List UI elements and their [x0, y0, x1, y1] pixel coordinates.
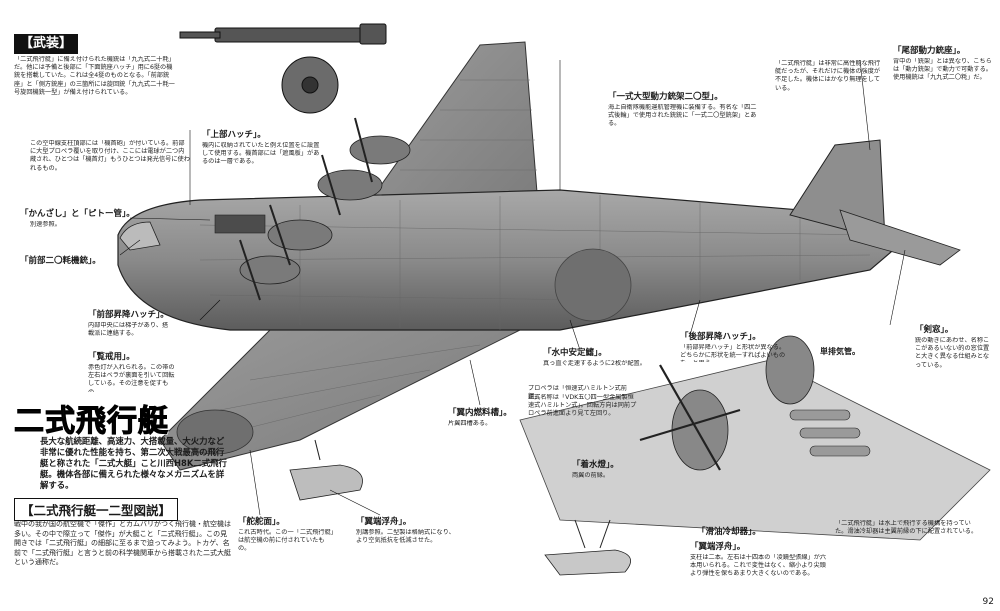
label-upper-hatch: 「上部ハッチ」。	[202, 130, 266, 140]
detail-wing	[519, 359, 991, 541]
label-fuel-tank: 「翼内燃料槽」。	[448, 408, 512, 418]
text-wing-float: 支柱は二本。左右は十四本の「凌鏡型張線」が六本用いられる。これで変性はなく、縮小…	[690, 554, 827, 578]
label-front-turret: 「前部二〇粍機銃」。	[20, 256, 101, 266]
fuselage	[117, 189, 907, 331]
lower-wing-hinomaru	[176, 409, 254, 455]
text-propeller-title: プロペラは「恒速式ハミルトン式前鋼」。	[528, 385, 627, 401]
page-title: 二式飛行艇	[14, 404, 169, 440]
text-oil-cooler: 「二式飛行艇」は水上で飛行する機構を持っていた。滑油冷却器は主翼前縁の下に配置さ…	[835, 520, 978, 536]
hull-float	[289, 464, 363, 501]
history-text: 戦中の我が国の航空機で「傑作」とカムバリがつく飛行機・航空機は多い。その中で際立…	[14, 520, 231, 566]
label-lookout: 「覧戒用」。	[88, 352, 135, 362]
page-number: 92	[982, 597, 994, 607]
text-anti-roll: 真っ直ぐ走速するように2枚が配置。	[543, 360, 646, 367]
intro-text: 長大な航続距離、高速力、大搭載量、大火力など非常に優れた性能を持ち、第二次大戦最…	[40, 436, 227, 490]
label-rear-window: 「剣窓」。	[915, 325, 954, 335]
text-tail-turret: 背中の「銃架」とは異なり、こちらは「動力銃架」で動力で可動する。使用機銃は「九九…	[893, 58, 992, 82]
label-tail-turret: 「尾部動力銃座」。	[893, 46, 966, 56]
tail-plane	[839, 209, 961, 266]
nose-glazing	[119, 221, 161, 251]
label-anti-roll: 「水中安定鰭」。	[543, 348, 607, 358]
text-rudder: これ古時代。この一「二式飛行艇」は航空機の前に付されていたもの。	[238, 529, 334, 553]
armament-text: 「二式飛行艇」に備え付けられた機銃は「九九式二十粍」だ。他には予備と後部に「下面…	[14, 56, 175, 96]
detail-propellers	[639, 364, 741, 471]
subtitle: 【二式飛行艇一二型図説】	[14, 498, 179, 521]
text-rear-hatch: 「前部昇降ハッチ」と形状が異なる。どちらかに形状を統一すればよいものを一と思う。	[680, 344, 786, 362]
label-oil-cooler: 「滑油冷却器」。	[697, 527, 761, 537]
fuselage-hinomaru	[554, 248, 632, 322]
text-fuel-tank: 片翼四槽ある。	[448, 420, 492, 427]
detail-wing-float	[544, 549, 632, 576]
text-water-light: 両翼の前縁。	[572, 472, 610, 479]
leader-lines	[119, 59, 906, 516]
text-upper-hatch: 機内に収納されていたと例え位置をに設置して使用する。機首部には「遮風板」があるの…	[202, 142, 320, 166]
label-front-hatch: 「前部昇降ハッチ」。	[88, 310, 169, 320]
antenna-text: この空中線支柱頂部には「機首砲」が付いている。前部に大型プロペラ覆いを取り付け、…	[30, 140, 190, 172]
text-kanzashi: 別速参照。	[30, 221, 61, 228]
detail-bombs	[789, 409, 871, 457]
text-float: 別講参照。二型製は格納式になり、より空気抵抗を低減させた。	[356, 529, 455, 545]
armament-header: 【武装】	[14, 34, 79, 54]
machine-gun-illustration	[179, 23, 387, 114]
text-rear-window: 銃の動きにあわせ、名称ここがあるいない的の窓位置と大きく異なる仕組みとなっている…	[915, 337, 990, 369]
label-rudder: 「舵舵面」。	[238, 517, 285, 527]
label-kanzashi: 「かんざし」と「ピトー管」。	[20, 209, 135, 219]
text-front-hatch: 内部中央には梯子があり、搭載派に連絡する。	[88, 322, 169, 338]
text-engine: 海上自衛隊機能運航管理機に装備する。有名な「四二式後輪」で使用された銃銃に「一式…	[608, 104, 757, 128]
text-lookout: 赤色灯が入れられる。この帯の左右はベラが裏面を引いて回転している。その注意を促す…	[88, 364, 175, 392]
label-float: 「翼端浮舟」。	[356, 517, 412, 527]
label-wing-float: 「翼端浮舟」。	[690, 542, 746, 552]
label-engine: 「一式大型動力銃架二〇型」。	[608, 92, 723, 102]
label-water-light: 「着水燈」。	[572, 460, 619, 470]
label-rear-hatch: 「後部昇降ハッチ」。	[680, 332, 761, 342]
text-propeller: 正式名称は「VDK五〇四一型金属製恒速式ハミルトン式」。回転方向は同前プロペラ前…	[528, 394, 637, 418]
label-exhaust: 単排気管。	[820, 347, 860, 356]
text-wing: 「二式飛行艇」は非常に高性能な飛行艇だったが、それだけに機体の強度が不足した。機…	[775, 60, 881, 92]
